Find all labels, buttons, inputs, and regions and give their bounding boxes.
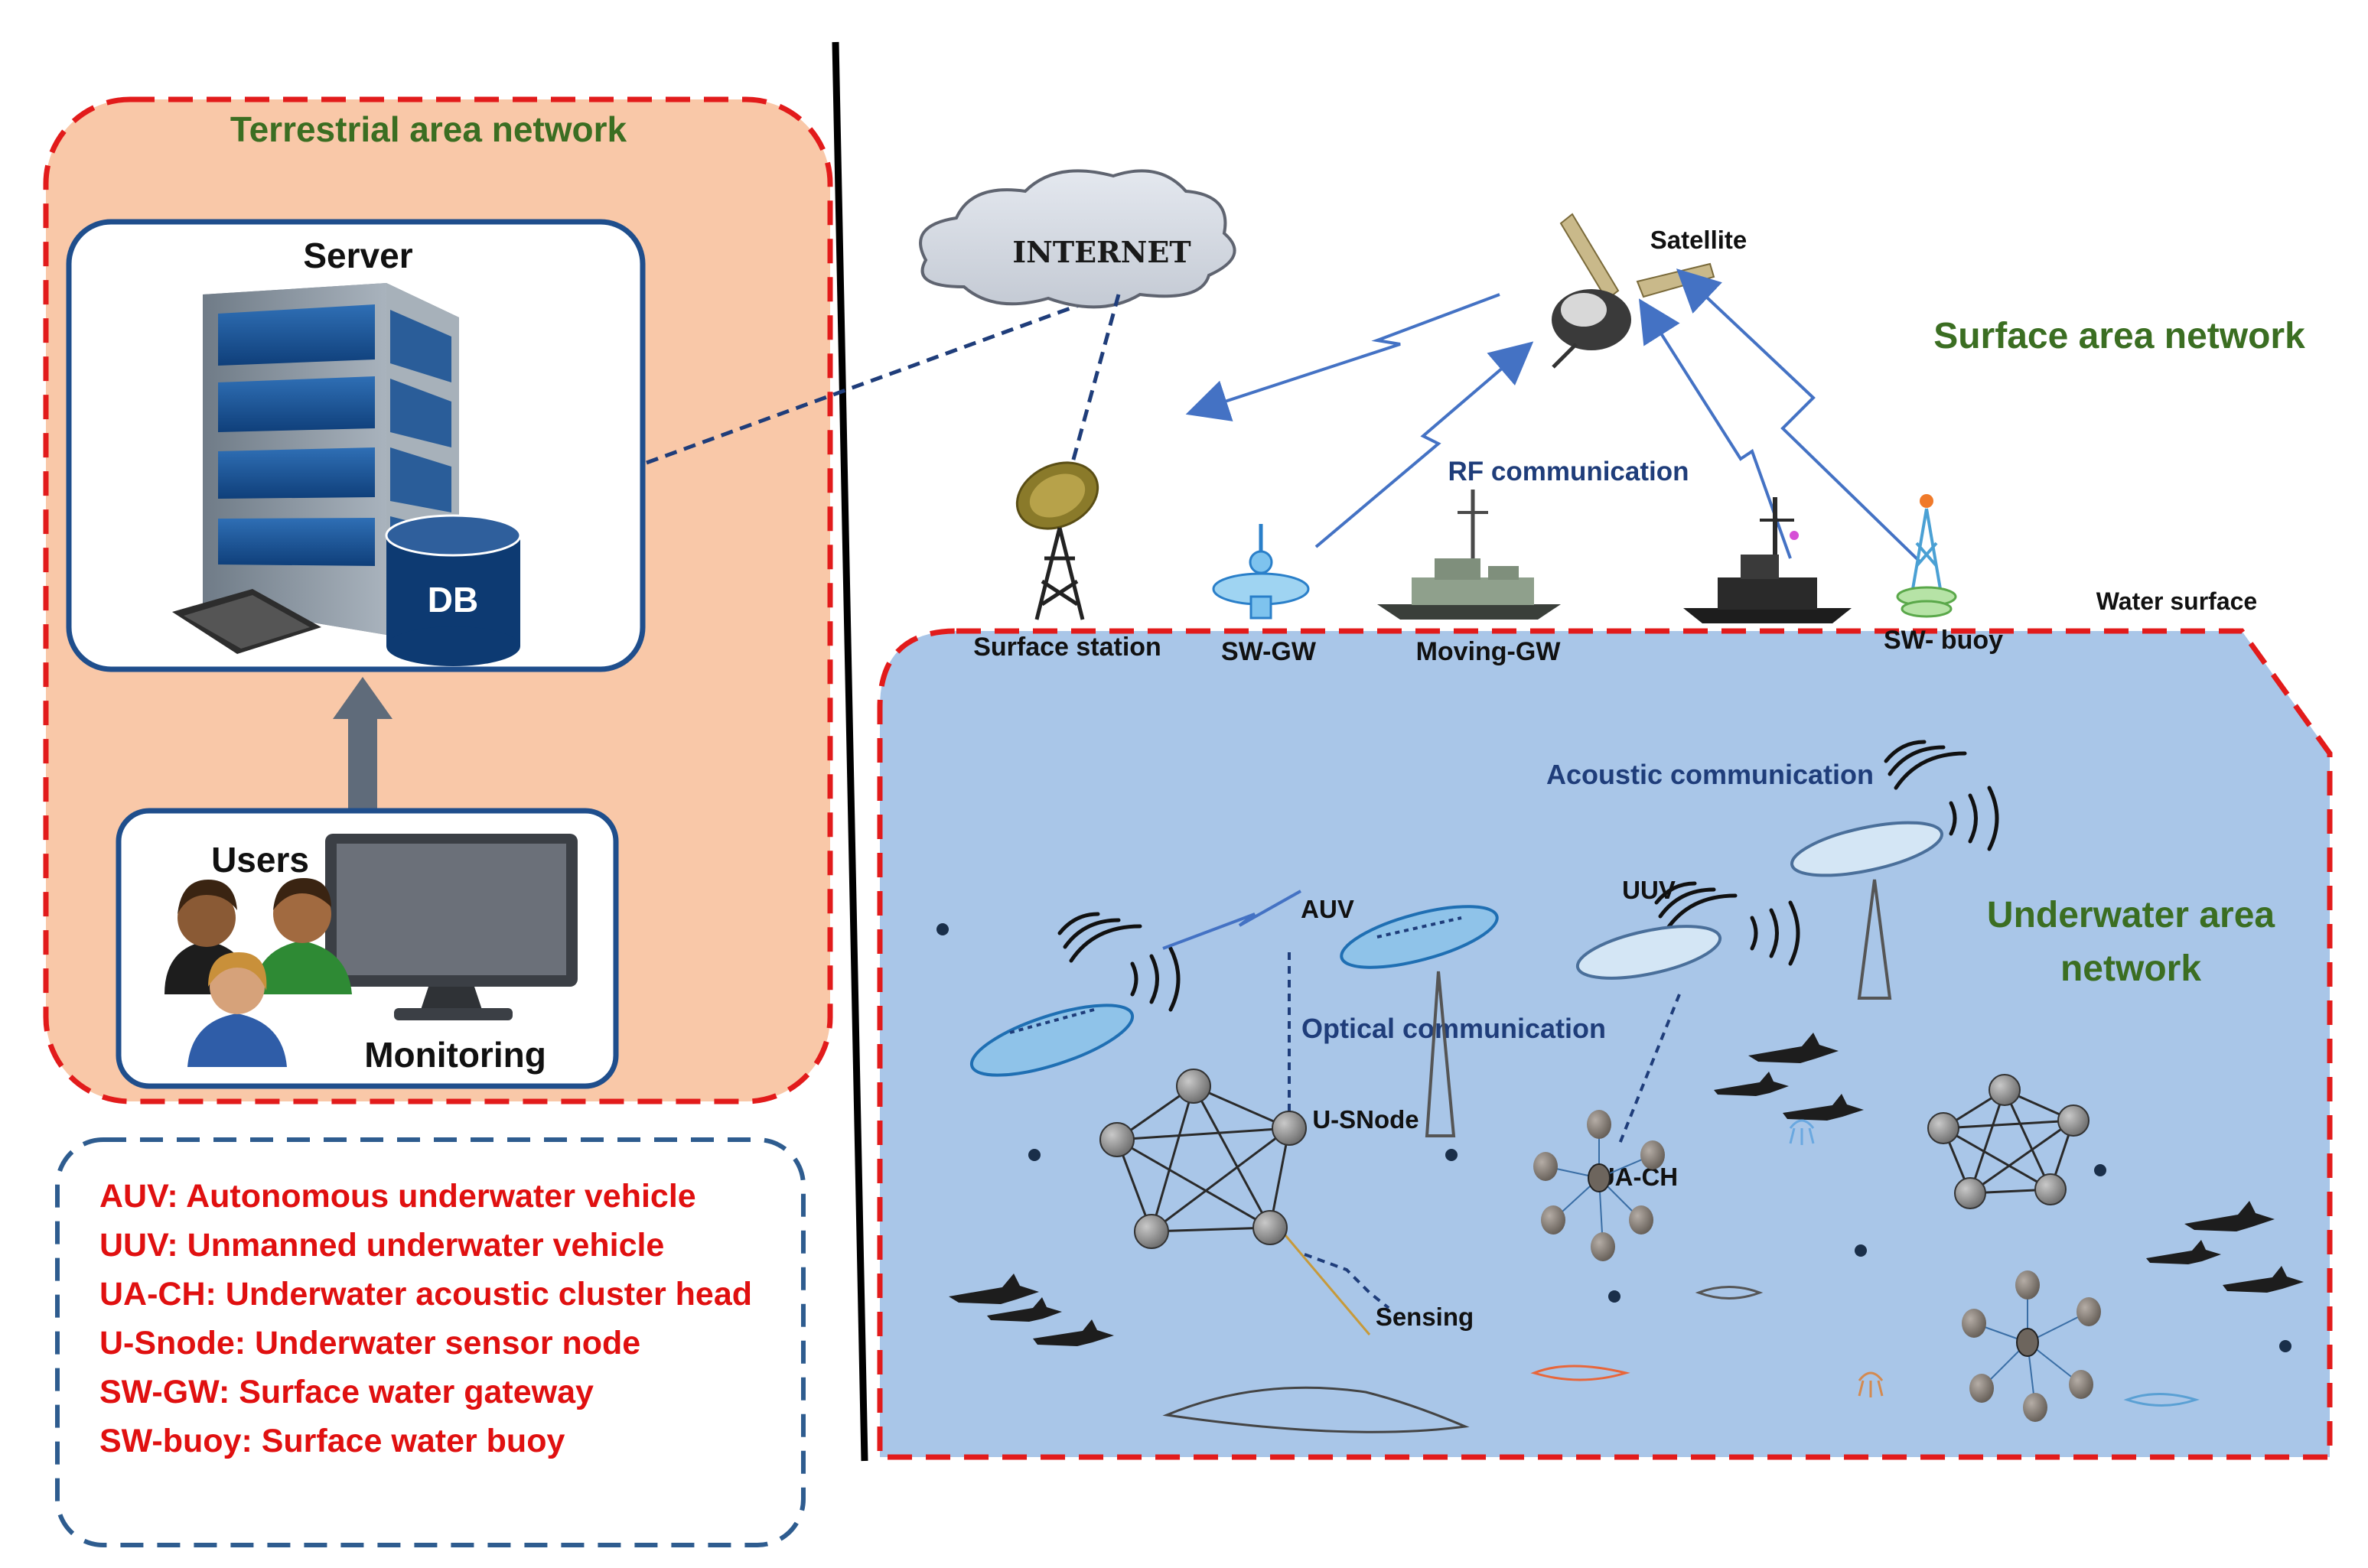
underwater-area-title-line1: Underwater area [1987, 895, 2275, 935]
sensing-label: Sensing [1376, 1303, 1474, 1331]
monitor-icon [325, 834, 578, 1020]
internet-station-link [1065, 294, 1121, 483]
underwater-area-title-line2: network [2060, 948, 2201, 989]
usnode-label: U-SNode [1312, 1105, 1419, 1134]
optical-communication-label: Optical communication [1301, 1013, 1606, 1044]
auv-center-icon [1340, 905, 1499, 969]
internet-cloud-icon [919, 169, 1236, 309]
underwater-area-box [877, 628, 2333, 1460]
sw-gw-icon [1212, 524, 1310, 620]
moving-gw-ship-icon [1377, 490, 1561, 620]
auv-left-icon [969, 1004, 1135, 1077]
db-label: DB [428, 580, 478, 620]
sw-buoy-icon [1896, 494, 1957, 618]
uuv-right-icon [1790, 821, 1943, 877]
divider-line [832, 41, 868, 1462]
terrestrial-area: Terrestrial area network Server [43, 96, 833, 1104]
optical-links [1288, 952, 1681, 1309]
sensor-dots [936, 923, 2291, 1352]
legend-item: SW-buoy: Surface water buoy [99, 1423, 565, 1459]
ship-icon [1683, 497, 1852, 623]
underwater-contents: Underwater area network Acoustic communi… [936, 740, 2304, 1433]
auv-label: AUV [1301, 895, 1354, 923]
legend-item: UA-CH: Underwater acoustic cluster head [99, 1276, 752, 1313]
server-label: Server [303, 236, 412, 275]
sw-buoy-label: SW- buoy [1884, 626, 2003, 655]
rf-link-ship-satellite [1639, 298, 1792, 559]
terrestrial-area-title: Terrestrial area network [230, 109, 627, 149]
up-arrow-icon [333, 677, 392, 815]
users-people-icon [164, 878, 352, 1067]
sw-gw-label: SW-GW [1221, 637, 1317, 666]
rf-link-swgw-satellite [1314, 341, 1534, 548]
usnode-mesh-left [1099, 1069, 1307, 1249]
surface-area: INTERNET Satellite Surface area network … [919, 169, 2305, 666]
uuv-center-icon [1575, 925, 1722, 980]
surface-station-label: Surface station [973, 633, 1161, 662]
uuv-label: UUV [1622, 876, 1676, 904]
database-icon [385, 514, 522, 666]
uach-cluster-right [1962, 1270, 2101, 1422]
auv-link [1162, 890, 1301, 950]
legend-item: AUV: Autonomous underwater vehicle [99, 1178, 696, 1215]
server-internet-link [646, 288, 1119, 465]
shark-icon [949, 1033, 2304, 1346]
rf-link-buoy-satellite [1676, 268, 1922, 564]
uach-cluster-center [1533, 1110, 1665, 1261]
tower-icon [1425, 879, 1892, 1137]
rf-link-satellite-station [1185, 293, 1500, 421]
legend: AUV: Autonomous underwater vehicle UUV: … [55, 1137, 806, 1547]
legend-box [55, 1137, 806, 1547]
surface-area-title: Surface area network [1933, 316, 2305, 356]
sensing-line [1284, 1235, 1371, 1335]
water-surface-label: Water surface [2096, 587, 2257, 615]
legend-item: UUV: Unmanned underwater vehicle [99, 1227, 664, 1264]
acoustic-wave-icon [1057, 740, 1999, 1012]
users-label: Users [211, 840, 309, 880]
surface-station-icon [1015, 461, 1099, 620]
rf-communication-label: RF communication [1448, 457, 1689, 486]
monitoring-label: Monitoring [364, 1035, 546, 1075]
underwater-area [877, 628, 2333, 1460]
acoustic-communication-label: Acoustic communication [1546, 759, 1874, 790]
usnode-mesh-right [1927, 1074, 2090, 1209]
stingray-icon [1162, 1286, 2200, 1433]
legend-item: SW-GW: Surface water gateway [99, 1374, 594, 1410]
moving-gw-label: Moving-GW [1416, 637, 1562, 666]
legend-item: U-Snode: Underwater sensor node [99, 1325, 640, 1361]
jellyfish-icon [1789, 1119, 1884, 1397]
internet-label: INTERNET [1012, 235, 1191, 269]
satellite-label: Satellite [1650, 226, 1747, 254]
rf-links [1185, 268, 1922, 564]
